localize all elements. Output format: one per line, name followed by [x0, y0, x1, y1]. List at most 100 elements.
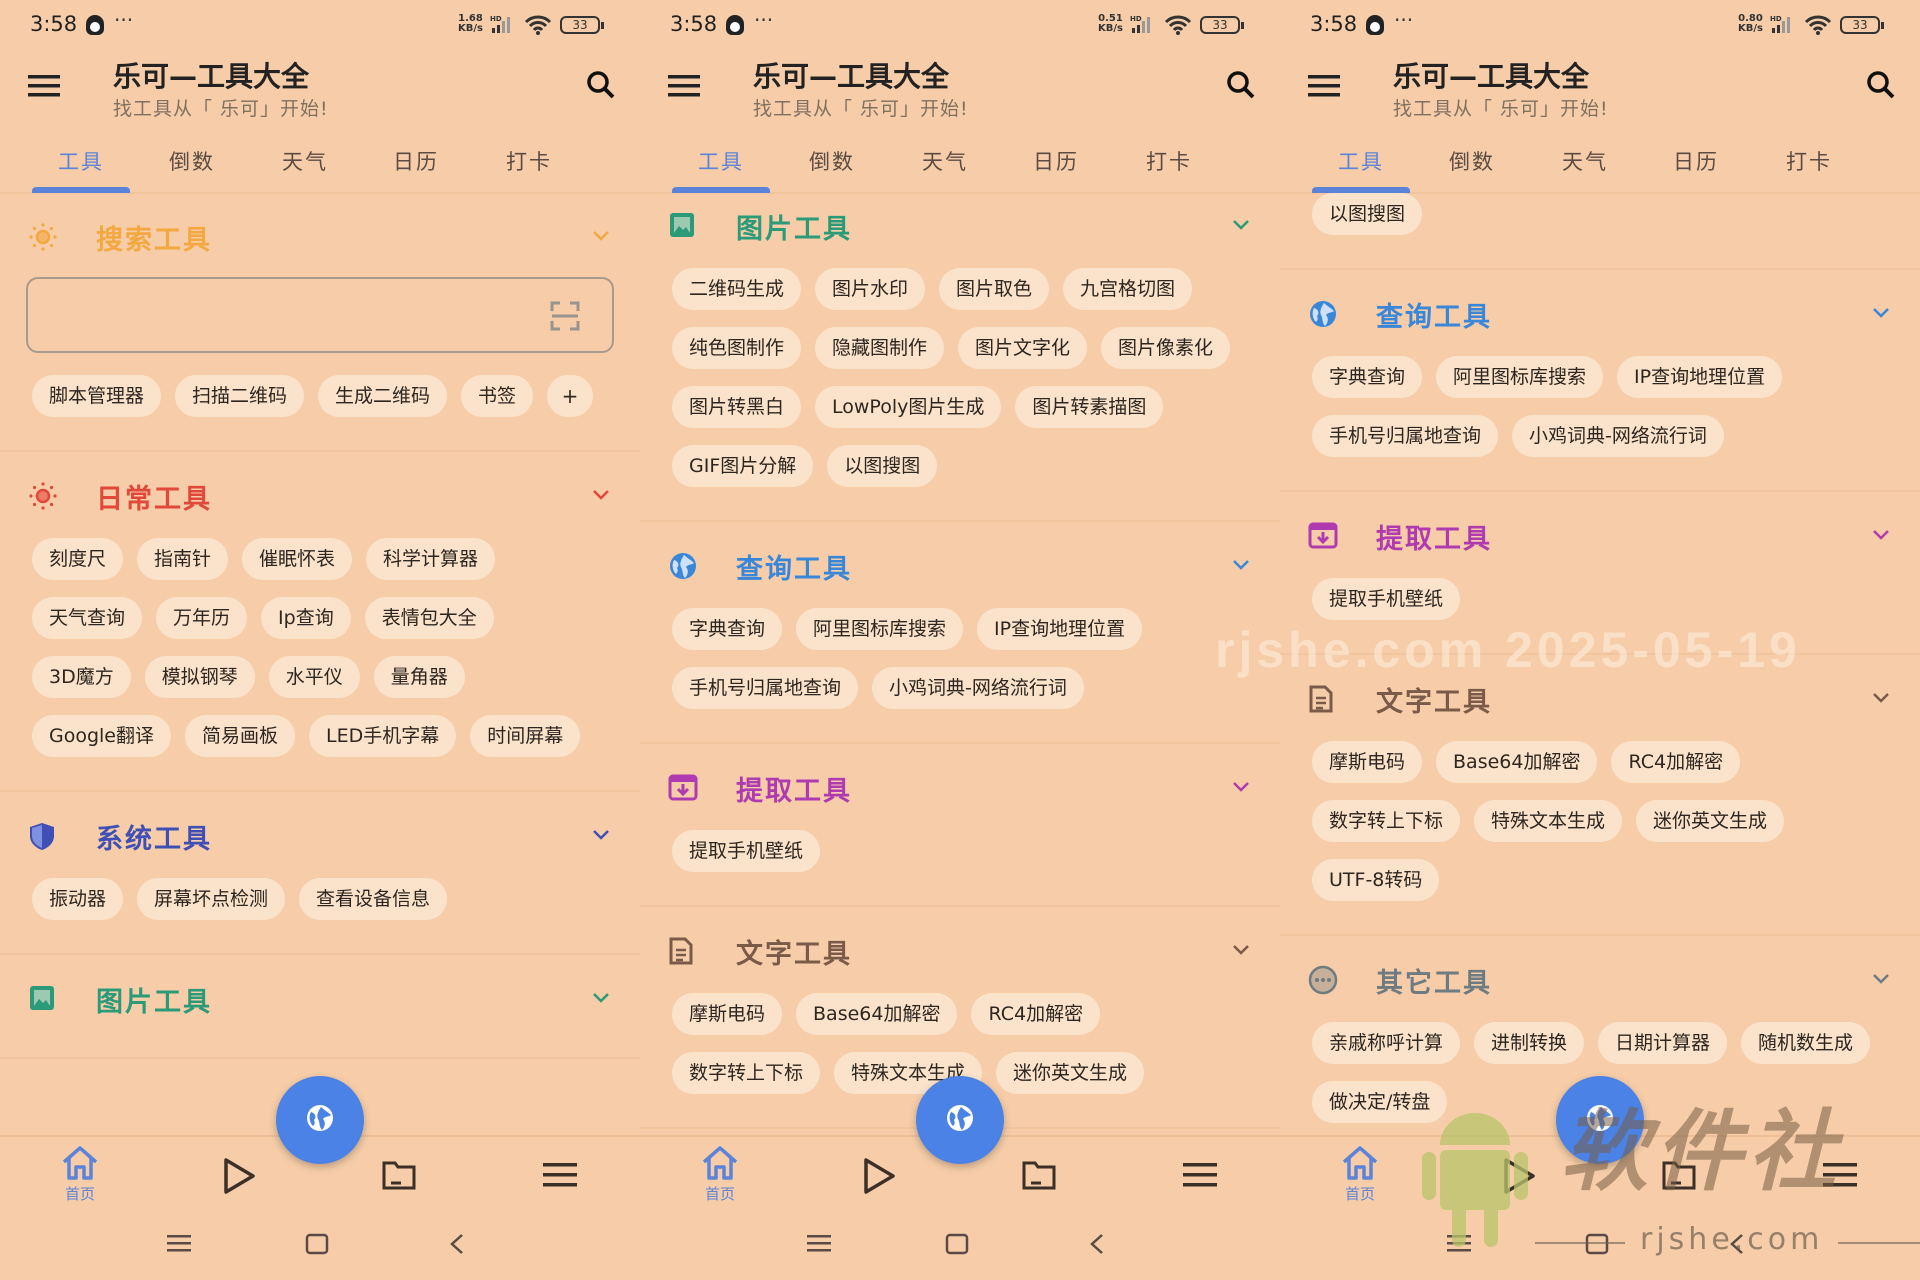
tool-chip[interactable]: 进制转换 — [1474, 1022, 1585, 1064]
tab-3[interactable]: 日历 — [1673, 150, 1719, 174]
tool-chip[interactable]: 摩斯电码 — [672, 993, 783, 1035]
tool-chip[interactable]: Google翻译 — [32, 715, 172, 757]
chevron-down-icon[interactable] — [1872, 689, 1890, 708]
nav-more[interactable] — [1160, 1161, 1240, 1193]
tool-chip[interactable]: 迷你英文生成 — [1636, 800, 1785, 842]
tool-chip[interactable]: 字典查询 — [672, 608, 783, 650]
search-input[interactable] — [26, 277, 614, 353]
tool-chip[interactable]: 随机数生成 — [1741, 1022, 1871, 1064]
menu-icon[interactable] — [1308, 75, 1340, 97]
chevron-down-icon[interactable] — [1232, 216, 1250, 235]
nav-files[interactable] — [1639, 1159, 1719, 1195]
section-header[interactable]: 图片工具 — [0, 955, 640, 1041]
nav-play[interactable] — [199, 1157, 279, 1199]
add-tool-button[interactable]: + — [547, 375, 594, 417]
tool-chip[interactable]: 振动器 — [32, 878, 124, 920]
nav-files[interactable] — [999, 1159, 1079, 1195]
search-icon[interactable] — [1866, 70, 1896, 100]
tab-2[interactable]: 天气 — [922, 150, 968, 174]
section-header[interactable]: 查询工具 — [1280, 270, 1920, 356]
chevron-down-icon[interactable] — [1232, 778, 1250, 797]
tool-chip[interactable]: 万年历 — [156, 597, 248, 639]
nav-home[interactable]: 首页 — [40, 1145, 120, 1204]
tool-chip[interactable]: 特殊文本生成 — [1474, 800, 1623, 842]
tool-chip[interactable]: RC4加解密 — [1611, 741, 1741, 783]
nav-files[interactable] — [359, 1159, 439, 1195]
tab-3[interactable]: 日历 — [1033, 150, 1079, 174]
menu-icon[interactable] — [28, 75, 60, 97]
tab-0[interactable]: 工具 — [58, 150, 104, 174]
section-header[interactable]: 查询工具 — [640, 522, 1280, 608]
tool-chip[interactable]: RC4加解密 — [971, 993, 1101, 1035]
browser-fab[interactable] — [276, 1076, 364, 1164]
tool-chip[interactable]: 脚本管理器 — [32, 375, 162, 417]
tool-chip[interactable]: GIF图片分解 — [672, 445, 814, 487]
tool-chip[interactable]: IP查询地理位置 — [977, 608, 1143, 650]
nav-more[interactable] — [1800, 1161, 1880, 1193]
tool-chip[interactable]: Base64加解密 — [796, 993, 958, 1035]
tool-chip[interactable]: 刻度尺 — [32, 538, 124, 580]
tool-chip[interactable]: UTF-8转码 — [1312, 859, 1440, 901]
tool-chip[interactable]: 时间屏幕 — [470, 715, 581, 757]
tool-chip[interactable]: 小鸡词典-网络流行词 — [1512, 415, 1724, 457]
tool-chip[interactable]: 亲戚称呼计算 — [1312, 1022, 1461, 1064]
tool-chip[interactable]: 3D魔方 — [32, 656, 131, 698]
tool-chip[interactable]: 数字转上下标 — [1312, 800, 1461, 842]
tool-chip[interactable]: 小鸡词典-网络流行词 — [872, 667, 1084, 709]
tool-chip[interactable]: 以图搜图 — [1312, 193, 1423, 235]
tool-chip[interactable]: 模拟钢琴 — [144, 656, 255, 698]
tool-chip[interactable]: 特殊文本生成 — [834, 1052, 983, 1094]
nav-home[interactable]: 首页 — [1320, 1145, 1400, 1204]
tool-chip[interactable]: 图片像素化 — [1101, 327, 1231, 369]
nav-more[interactable] — [520, 1161, 600, 1193]
system-back-button[interactable] — [1077, 1233, 1117, 1259]
tab-4[interactable]: 打卡 — [506, 150, 552, 174]
tool-chip[interactable]: 做决定/转盘 — [1312, 1081, 1448, 1123]
tool-chip[interactable]: 手机号归属地查询 — [1312, 415, 1499, 457]
tool-chip[interactable]: Ip查询 — [261, 597, 351, 639]
tool-chip[interactable]: 日期计算器 — [1598, 1022, 1728, 1064]
tool-chip[interactable]: 纯色图制作 — [672, 327, 802, 369]
chevron-down-icon[interactable] — [592, 989, 610, 1008]
section-header[interactable]: 提取工具 — [640, 744, 1280, 830]
section-header[interactable]: 图片工具 — [640, 193, 1280, 268]
tool-chip[interactable]: Base64加解密 — [1436, 741, 1598, 783]
section-header[interactable]: 其它工具 — [1280, 936, 1920, 1022]
tool-list[interactable]: 搜索工具脚本管理器扫描二维码生成二维码书签+日常工具刻度尺指南针催眠怀表科学计算… — [0, 193, 640, 1135]
tool-chip[interactable]: 阿里图标库搜索 — [1436, 356, 1604, 398]
tool-chip[interactable]: 图片取色 — [939, 268, 1050, 310]
tool-chip[interactable]: 屏幕坏点检测 — [137, 878, 286, 920]
tool-chip[interactable]: 科学计算器 — [366, 538, 496, 580]
tool-chip[interactable]: LowPoly图片生成 — [815, 386, 1002, 428]
tool-chip[interactable]: 生成二维码 — [318, 375, 448, 417]
chevron-down-icon[interactable] — [592, 227, 610, 246]
tool-chip[interactable]: 图片转黑白 — [672, 386, 802, 428]
chevron-down-icon[interactable] — [1232, 941, 1250, 960]
chevron-down-icon[interactable] — [1872, 970, 1890, 989]
browser-fab[interactable] — [1556, 1076, 1644, 1164]
tab-1[interactable]: 倒数 — [1449, 150, 1495, 174]
tool-chip[interactable]: 字典查询 — [1312, 356, 1423, 398]
browser-fab[interactable] — [916, 1076, 1004, 1164]
tool-chip[interactable]: 摩斯电码 — [1312, 741, 1423, 783]
tool-chip[interactable]: 以图搜图 — [827, 445, 938, 487]
chevron-down-icon[interactable] — [1232, 556, 1250, 575]
nav-home[interactable]: 首页 — [680, 1145, 760, 1204]
tab-2[interactable]: 天气 — [282, 150, 328, 174]
search-icon[interactable] — [1226, 70, 1256, 100]
tool-chip[interactable]: 手机号归属地查询 — [672, 667, 859, 709]
tool-chip[interactable]: 天气查询 — [32, 597, 143, 639]
tab-4[interactable]: 打卡 — [1786, 150, 1832, 174]
tool-chip[interactable]: 提取手机壁纸 — [1312, 578, 1461, 620]
system-home-button[interactable] — [937, 1233, 977, 1259]
section-header[interactable]: 系统工具 — [0, 792, 640, 878]
tool-chip[interactable]: 迷你英文生成 — [996, 1052, 1145, 1094]
tab-3[interactable]: 日历 — [393, 150, 439, 174]
tool-list[interactable]: 图片工具二维码生成图片水印图片取色九宫格切图纯色图制作隐藏图制作图片文字化图片像… — [640, 193, 1280, 1135]
tool-chip[interactable]: LED手机字幕 — [309, 715, 457, 757]
section-header[interactable]: 文字工具 — [640, 907, 1280, 993]
tool-chip[interactable]: 表情包大全 — [364, 597, 494, 639]
tool-chip[interactable]: 量角器 — [373, 656, 465, 698]
tool-chip[interactable]: 水平仪 — [268, 656, 360, 698]
